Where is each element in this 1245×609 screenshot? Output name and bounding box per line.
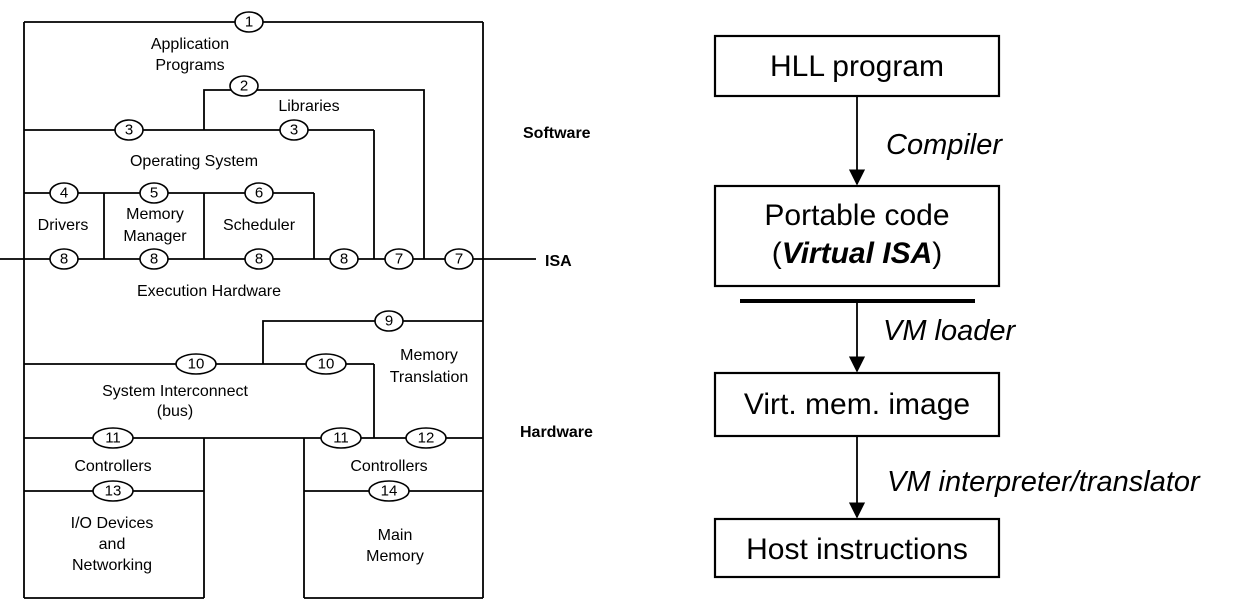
interface-1-ellipse (234, 11, 264, 33)
interface-8b-number: 8 (150, 251, 158, 268)
controllers-right-label: Controllers (350, 458, 427, 475)
virt-mem-image-box (713, 371, 1001, 438)
vm-flow-diagram: HLL program Portable code (Virtual ISA) … (713, 34, 1201, 579)
main-memory-label-line1: Main (378, 527, 413, 544)
vm-loader-step-label: VM loader (883, 315, 1017, 347)
operating-system-label: Operating System (130, 153, 258, 170)
interface-5-ellipse (139, 182, 169, 204)
interface-3b-number: 3 (290, 122, 298, 139)
interface-12-ellipse (405, 427, 447, 449)
interface-11a-ellipse (92, 427, 134, 449)
interface-4-number: 4 (60, 185, 68, 202)
interface-7a-ellipse (384, 248, 414, 270)
interface-12-number: 12 (418, 430, 435, 447)
interface-2-number: 2 (240, 78, 248, 95)
application-programs-label-line2: Programs (155, 57, 224, 74)
interface-markers (49, 11, 474, 502)
host-instructions-box (713, 517, 1001, 579)
io-devices-label-line3: Networking (72, 557, 152, 574)
interface-2-ellipse (229, 75, 259, 97)
host-instructions-label: Host instructions (746, 533, 968, 566)
interface-3b-ellipse (279, 119, 309, 141)
interface-9-number: 9 (385, 313, 393, 330)
libraries-boundary (203, 89, 425, 259)
portable-code-label: Portable code (764, 199, 949, 232)
interface-5-number: 5 (150, 185, 158, 202)
interface-1-number: 1 (245, 14, 253, 31)
software-side-label: Software (523, 125, 591, 142)
portable-code-box (713, 184, 1001, 288)
isa-side-label: ISA (545, 253, 572, 270)
interface-10a-number: 10 (188, 356, 205, 373)
interface-3a-number: 3 (125, 122, 133, 139)
interface-10b-ellipse (305, 353, 347, 375)
interface-10b-number: 10 (318, 356, 335, 373)
interface-10a-ellipse (175, 353, 217, 375)
interface-8d-ellipse (329, 248, 359, 270)
interface-8b-ellipse (139, 248, 169, 270)
interface-6-number: 6 (255, 185, 263, 202)
interface-8a-ellipse (49, 248, 79, 270)
io-devices-label-line1: I/O Devices (71, 515, 154, 532)
memory-manager-label-line1: Memory (126, 206, 184, 223)
interface-13-number: 13 (105, 483, 122, 500)
application-programs-label-line1: Application (151, 36, 229, 53)
interface-8c-number: 8 (255, 251, 263, 268)
interface-3a-ellipse (114, 119, 144, 141)
interface-14-number: 14 (381, 483, 398, 500)
interface-7a-number: 7 (395, 251, 403, 268)
io-devices-label-line2: and (99, 536, 126, 553)
interface-11b-ellipse (320, 427, 362, 449)
interface-7b-ellipse (444, 248, 474, 270)
controllers-left-label: Controllers (74, 458, 151, 475)
interface-11b-number: 11 (333, 430, 349, 447)
interface-8c-ellipse (244, 248, 274, 270)
hll-program-box (713, 34, 1001, 98)
virtual-isa-label: (Virtual ISA) (772, 237, 943, 270)
interface-7b-number: 7 (455, 251, 463, 268)
interface-8d-number: 8 (340, 251, 348, 268)
memory-manager-label-line2: Manager (123, 228, 187, 245)
execution-hardware-label: Execution Hardware (137, 283, 281, 300)
memory-translation-label-line2: Translation (390, 369, 469, 386)
interface-9-ellipse (374, 310, 404, 332)
libraries-label: Libraries (278, 98, 339, 115)
system-interconnect-label-line2: (bus) (157, 403, 193, 420)
virt-mem-image-label: Virt. mem. image (744, 388, 970, 421)
interface-6-ellipse (244, 182, 274, 204)
interface-4-ellipse (49, 182, 79, 204)
interface-14-ellipse (368, 480, 410, 502)
drivers-label: Drivers (38, 217, 89, 234)
compiler-step-label: Compiler (886, 129, 1003, 161)
interface-8a-number: 8 (60, 251, 68, 268)
memory-translation-label-line1: Memory (400, 347, 458, 364)
interface-9-line (262, 320, 483, 364)
scheduler-label: Scheduler (223, 217, 296, 234)
hardware-side-label: Hardware (520, 424, 593, 441)
system-interconnect-label-line1: System Interconnect (102, 383, 248, 400)
interface-13-ellipse (92, 480, 134, 502)
system-architecture-diagram (0, 21, 536, 599)
vm-interpreter-step-label: VM interpreter/translator (887, 466, 1201, 498)
main-memory-label-line2: Memory (366, 548, 424, 565)
hll-program-label: HLL program (770, 50, 944, 83)
interface-11a-number: 11 (105, 430, 121, 447)
